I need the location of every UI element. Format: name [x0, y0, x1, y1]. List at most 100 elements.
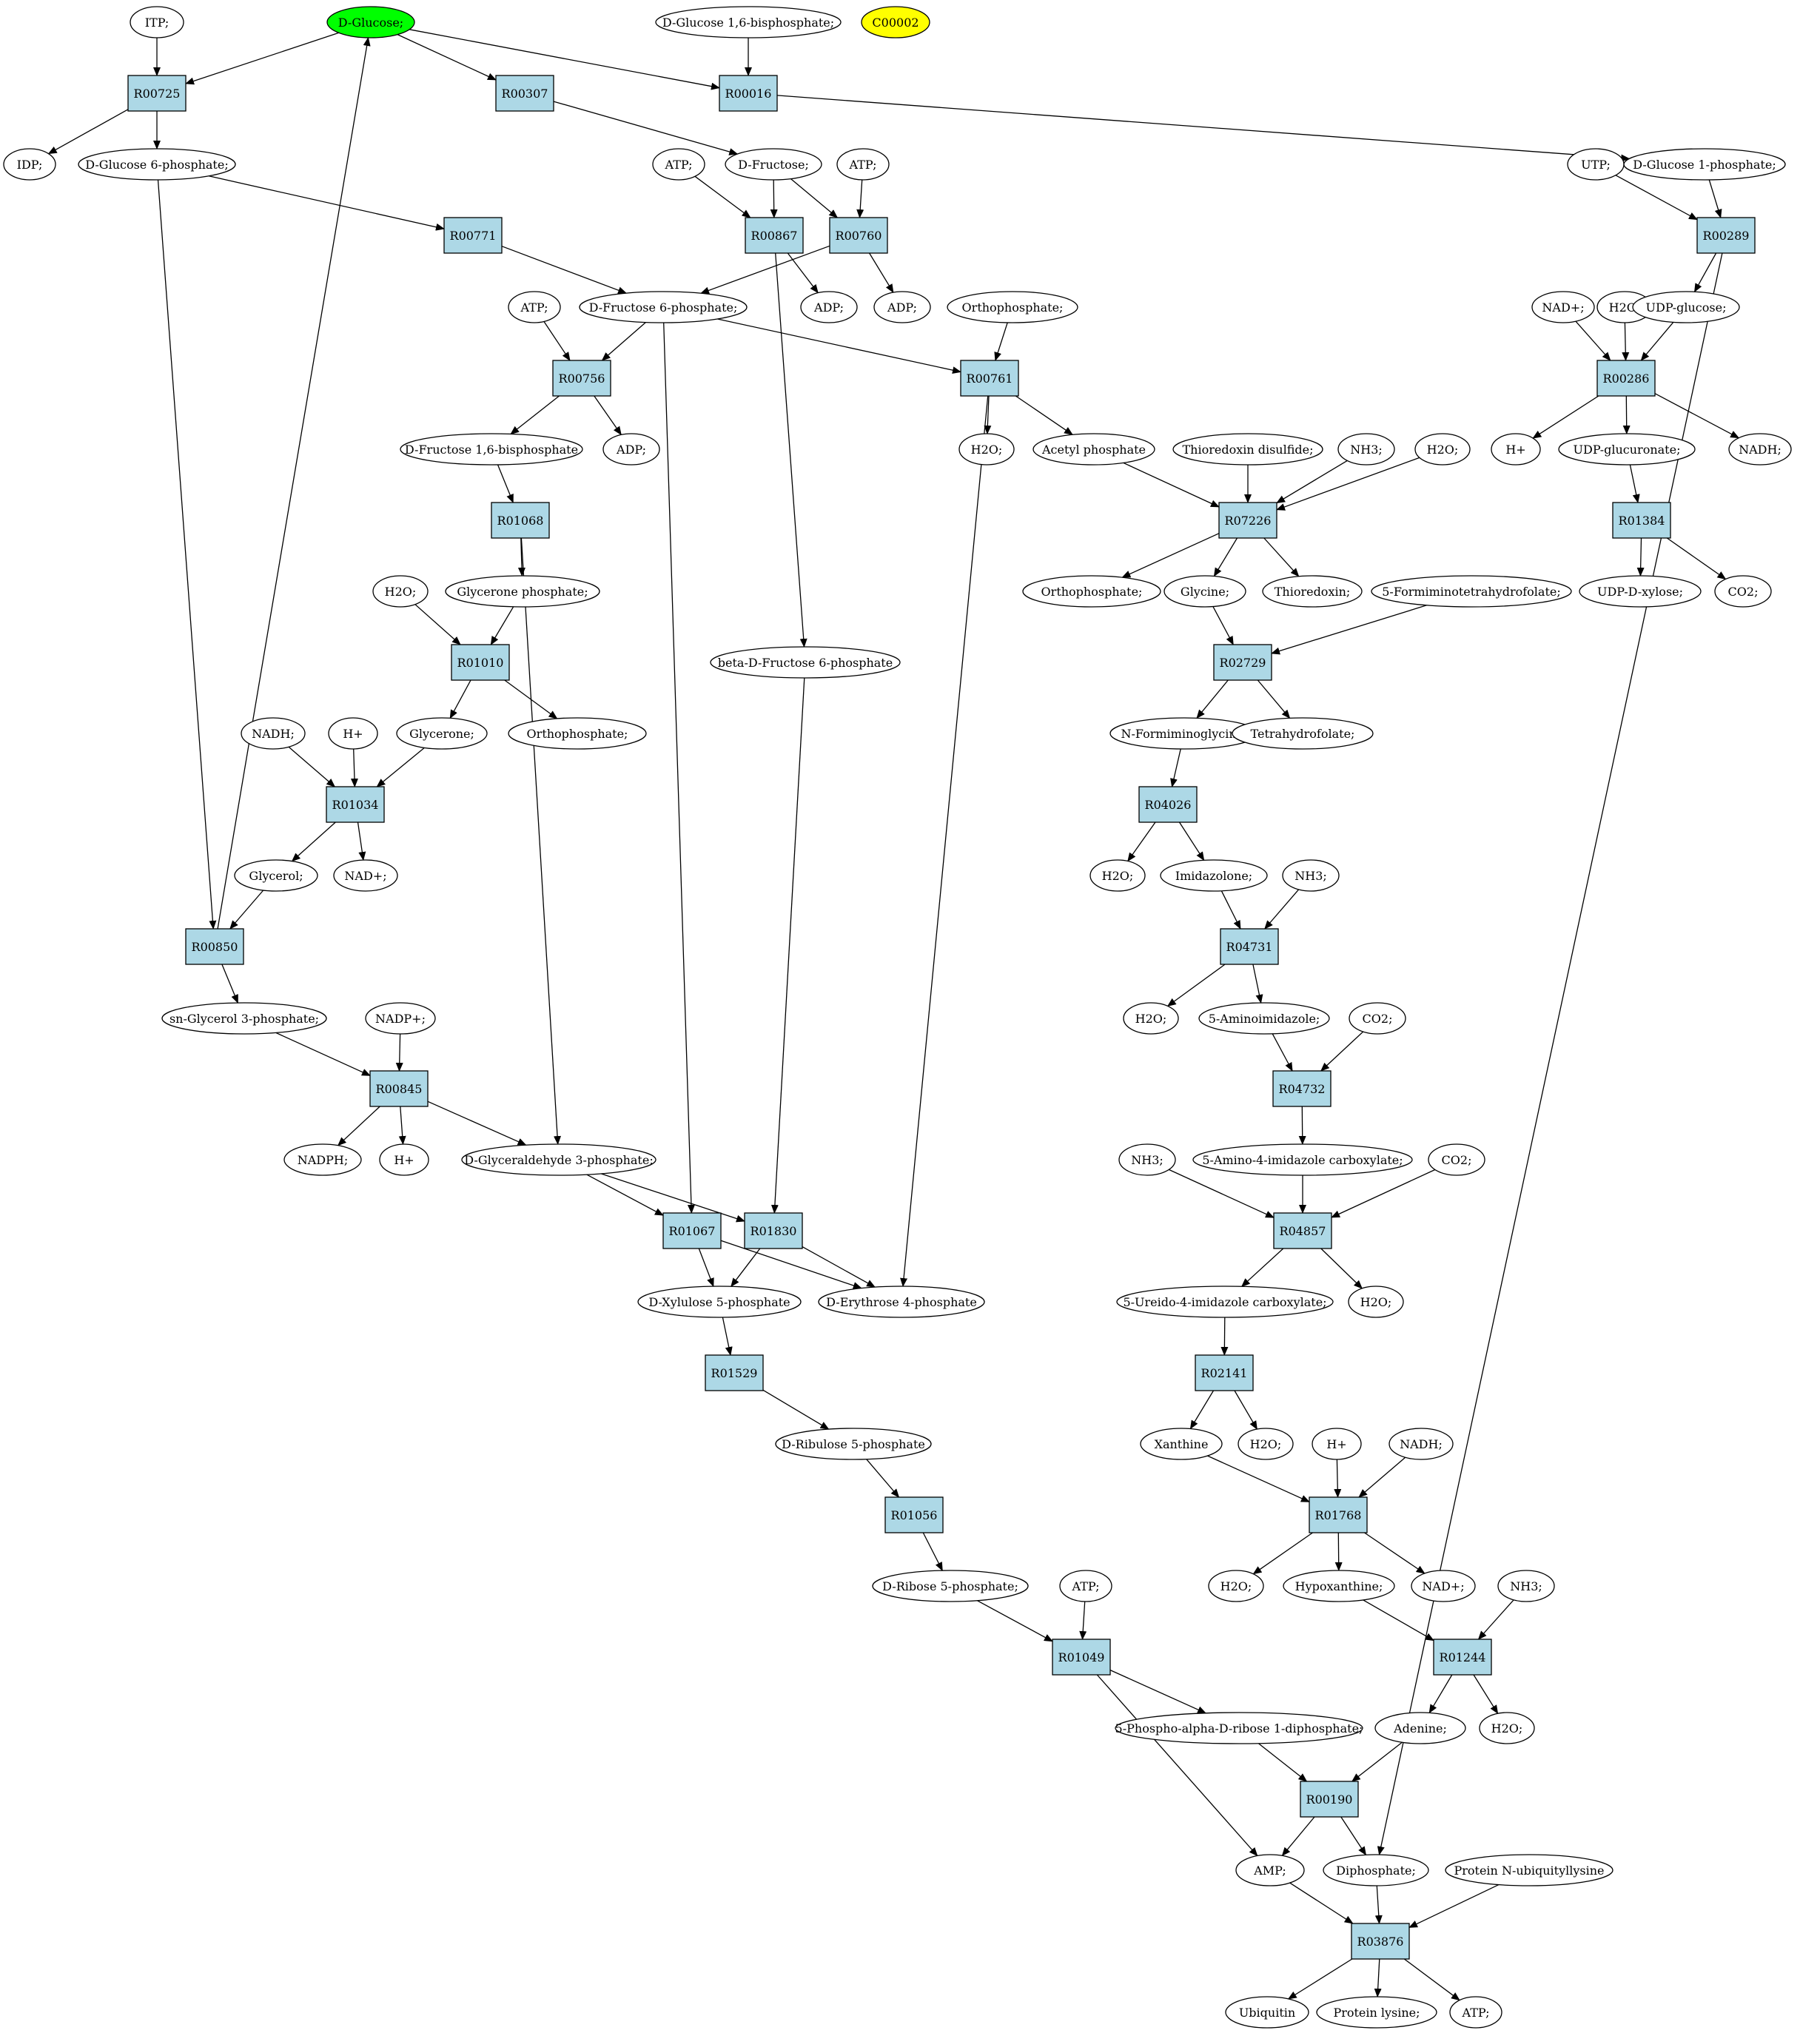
compound-node-g6p[interactable]: D-Glucose 6-phosphate;: [78, 148, 236, 181]
compound-node-nadp3[interactable]: NAD+;: [1411, 1570, 1476, 1602]
reaction-node-r03876[interactable]: R03876: [1351, 1923, 1410, 1960]
compound-node-hplus1[interactable]: H+: [1491, 433, 1541, 466]
compound-node-h2o2[interactable]: H2O;: [958, 433, 1015, 466]
compound-node-nh3c[interactable]: NH3;: [1118, 1143, 1176, 1176]
compound-node-protubq[interactable]: Protein N-ubiquityllysine: [1445, 1854, 1614, 1886]
compound-node-r5p[interactable]: D-Ribose 5-phosphate;: [872, 1570, 1029, 1602]
compound-node-uica[interactable]: 5-Ureido-4-imidazole carboxylate;: [1116, 1286, 1334, 1318]
compound-node-dg16bp[interactable]: D-Glucose 1,6-bisphosphate;: [655, 6, 842, 38]
compound-node-dglucose[interactable]: D-Glucose;: [326, 6, 415, 38]
compound-node-nadpp[interactable]: NADP+;: [365, 1002, 436, 1035]
compound-node-adp3[interactable]: ADP;: [602, 433, 660, 466]
compound-node-utp[interactable]: UTP;: [1567, 148, 1625, 181]
reaction-node-r00756[interactable]: R00756: [552, 360, 611, 397]
reaction-node-r01244[interactable]: R01244: [1433, 1639, 1492, 1676]
compound-node-xanthine[interactable]: Xanthine: [1140, 1428, 1223, 1460]
compound-node-nformgly[interactable]: N-Formiminoglycine;: [1109, 717, 1259, 750]
compound-node-fthf[interactable]: 5-Formiminotetrahydrofolate;: [1371, 575, 1572, 608]
reaction-node-r04857[interactable]: R04857: [1273, 1212, 1332, 1249]
reaction-node-r01384[interactable]: R01384: [1612, 502, 1671, 539]
reaction-node-r04731[interactable]: R04731: [1220, 928, 1279, 965]
compound-node-amp[interactable]: AMP;: [1235, 1854, 1305, 1886]
reaction-node-r02141[interactable]: R02141: [1195, 1354, 1254, 1391]
reaction-node-r04026[interactable]: R04026: [1138, 786, 1198, 823]
compound-node-h2o8[interactable]: H2O;: [1238, 1428, 1294, 1460]
compound-node-xu5p[interactable]: D-Xylulose 5-phosphate: [637, 1286, 802, 1318]
reaction-node-r00845[interactable]: R00845: [369, 1070, 429, 1107]
reaction-node-r02729[interactable]: R02729: [1213, 644, 1272, 681]
reaction-node-r01068[interactable]: R01068: [491, 502, 550, 539]
compound-node-sng3p[interactable]: sn-Glycerol 3-phosphate;: [161, 1002, 327, 1035]
compound-node-h2o10[interactable]: H2O;: [1479, 1712, 1535, 1744]
compound-node-aminoimid[interactable]: 5-Aminoimidazole;: [1198, 1002, 1330, 1035]
reaction-node-r00190[interactable]: R00190: [1300, 1781, 1359, 1818]
compound-node-dfructose[interactable]: D-Fructose;: [725, 148, 822, 181]
reaction-node-r01067[interactable]: R01067: [662, 1212, 722, 1249]
reaction-node-r01830[interactable]: R01830: [744, 1212, 803, 1249]
compound-node-nadp2[interactable]: NAD+;: [333, 859, 398, 892]
reaction-node-r01034[interactable]: R01034: [326, 786, 385, 823]
compound-node-atp5[interactable]: ATP;: [1449, 1996, 1502, 2029]
compound-node-nadh2[interactable]: NADH;: [241, 717, 306, 750]
compound-node-ubiquitin[interactable]: Ubiquitin: [1225, 1996, 1309, 2029]
compound-node-udpxyl[interactable]: UDP-D-xylose;: [1579, 575, 1702, 608]
compound-node-glycerol[interactable]: Glycerol;: [234, 859, 318, 892]
compound-node-nh3a[interactable]: NH3;: [1337, 433, 1395, 466]
compound-node-hplus2[interactable]: H+: [328, 717, 378, 750]
compound-node-h2o9[interactable]: H2O;: [1208, 1570, 1264, 1602]
reaction-node-r00850[interactable]: R00850: [185, 928, 244, 965]
compound-node-atp3[interactable]: ATP;: [508, 291, 561, 323]
reaction-node-r00016[interactable]: R00016: [719, 75, 778, 112]
compound-node-co2a[interactable]: CO2;: [1714, 575, 1772, 608]
reaction-node-r00289[interactable]: R00289: [1696, 217, 1756, 254]
compound-node-h2o7[interactable]: H2O;: [1348, 1286, 1404, 1318]
compound-node-nadh1[interactable]: NADH;: [1728, 433, 1792, 466]
compound-node-adp1[interactable]: ADP;: [800, 291, 858, 323]
compound-node-atp2[interactable]: ATP;: [836, 148, 890, 181]
compound-node-glyceronep[interactable]: Glycerone phosphate;: [445, 575, 600, 608]
reaction-node-r04732[interactable]: R04732: [1272, 1070, 1332, 1107]
compound-node-thiodis[interactable]: Thioredoxin disulfide;: [1172, 433, 1323, 466]
reaction-node-r07226[interactable]: R07226: [1218, 502, 1277, 539]
compound-node-atp4[interactable]: ATP;: [1059, 1570, 1112, 1602]
reaction-node-r00867[interactable]: R00867: [745, 217, 804, 254]
compound-node-acetylp[interactable]: Acetyl phosphate: [1032, 433, 1155, 466]
compound-node-thioredoxin[interactable]: Thioredoxin;: [1262, 575, 1363, 608]
compound-node-bf6p[interactable]: beta-D-Fructose 6-phosphate: [710, 646, 901, 679]
compound-node-ortho3[interactable]: Orthophosphate;: [508, 717, 647, 750]
compound-node-e4p[interactable]: D-Erythrose 4-phosphate: [818, 1286, 985, 1318]
compound-node-h2o6[interactable]: H2O;: [1123, 1002, 1179, 1035]
reaction-node-r00771[interactable]: R00771: [443, 217, 503, 254]
compound-node-protlys[interactable]: Protein lysine;: [1316, 1996, 1437, 2029]
compound-node-f6p[interactable]: D-Fructose 6-phosphate;: [579, 291, 748, 323]
reaction-node-r01529[interactable]: R01529: [705, 1354, 764, 1391]
compound-node-atp1[interactable]: ATP;: [652, 148, 705, 181]
compound-node-diphosphate[interactable]: Diphosphate;: [1323, 1854, 1429, 1886]
compound-node-glycine[interactable]: Glycine;: [1163, 575, 1246, 608]
compound-node-udpglcr[interactable]: UDP-glucuronate;: [1558, 433, 1696, 466]
compound-node-adenine[interactable]: Adenine;: [1374, 1712, 1466, 1744]
reaction-node-r00286[interactable]: R00286: [1596, 360, 1656, 397]
compound-node-c00002[interactable]: C00002: [861, 6, 930, 38]
reaction-node-r00760[interactable]: R00760: [829, 217, 888, 254]
compound-node-hplus3[interactable]: H+: [379, 1143, 429, 1176]
compound-node-prpp[interactable]: 5-Phospho-alpha-D-ribose 1-diphosphate;: [1115, 1712, 1363, 1744]
compound-node-ru5p[interactable]: D-Ribulose 5-phosphate: [775, 1428, 932, 1460]
compound-node-hplus4[interactable]: H+: [1312, 1428, 1362, 1460]
compound-node-g3p[interactable]: D-Glyceraldehyde 3-phosphate;: [461, 1143, 657, 1176]
compound-node-ortho2[interactable]: Orthophosphate;: [1022, 575, 1161, 608]
compound-node-idp[interactable]: IDP;: [3, 148, 56, 181]
compound-node-f16bp[interactable]: D-Fructose 1,6-bisphosphate: [400, 433, 583, 466]
compound-node-nh3d[interactable]: NH3;: [1497, 1570, 1555, 1602]
compound-node-nadh3[interactable]: NADH;: [1388, 1428, 1454, 1460]
reaction-node-r01056[interactable]: R01056: [884, 1496, 944, 1533]
reaction-node-r01768[interactable]: R01768: [1309, 1496, 1368, 1533]
reaction-node-r00725[interactable]: R00725: [127, 75, 187, 112]
compound-node-adp2[interactable]: ADP;: [873, 291, 931, 323]
compound-node-co2b[interactable]: CO2;: [1349, 1002, 1406, 1035]
compound-node-h2o5[interactable]: H2O;: [1089, 859, 1146, 892]
compound-node-itp[interactable]: ITP;: [130, 6, 184, 38]
reaction-node-r00307[interactable]: R00307: [495, 75, 554, 112]
compound-node-aica[interactable]: 5-Amino-4-imidazole carboxylate;: [1192, 1143, 1413, 1176]
compound-node-ortho1[interactable]: Orthophosphate;: [947, 291, 1078, 323]
